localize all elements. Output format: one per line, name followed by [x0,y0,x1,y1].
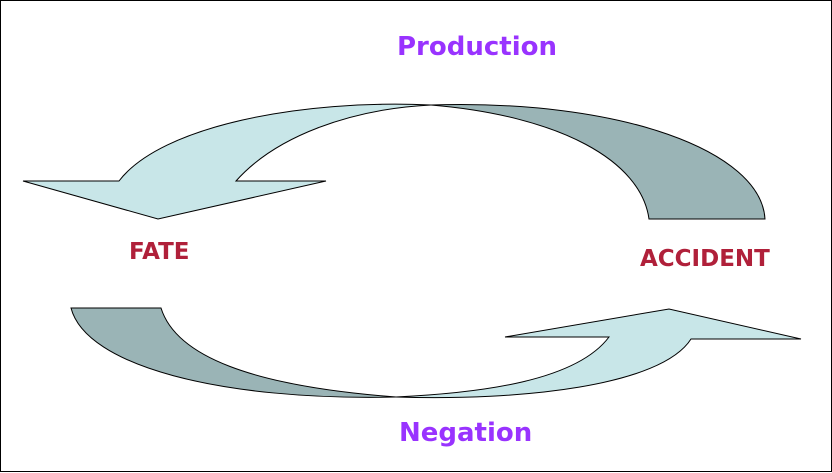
accident-label: ACCIDENT [640,246,770,272]
production-arrow [22,103,432,220]
fate-label: FATE [129,239,190,265]
negation-arc-back [70,307,397,398]
negation-label: Negation [399,418,533,448]
negation-arrow [395,308,802,399]
production-arc-back [430,104,766,220]
production-label: Production [397,32,557,62]
